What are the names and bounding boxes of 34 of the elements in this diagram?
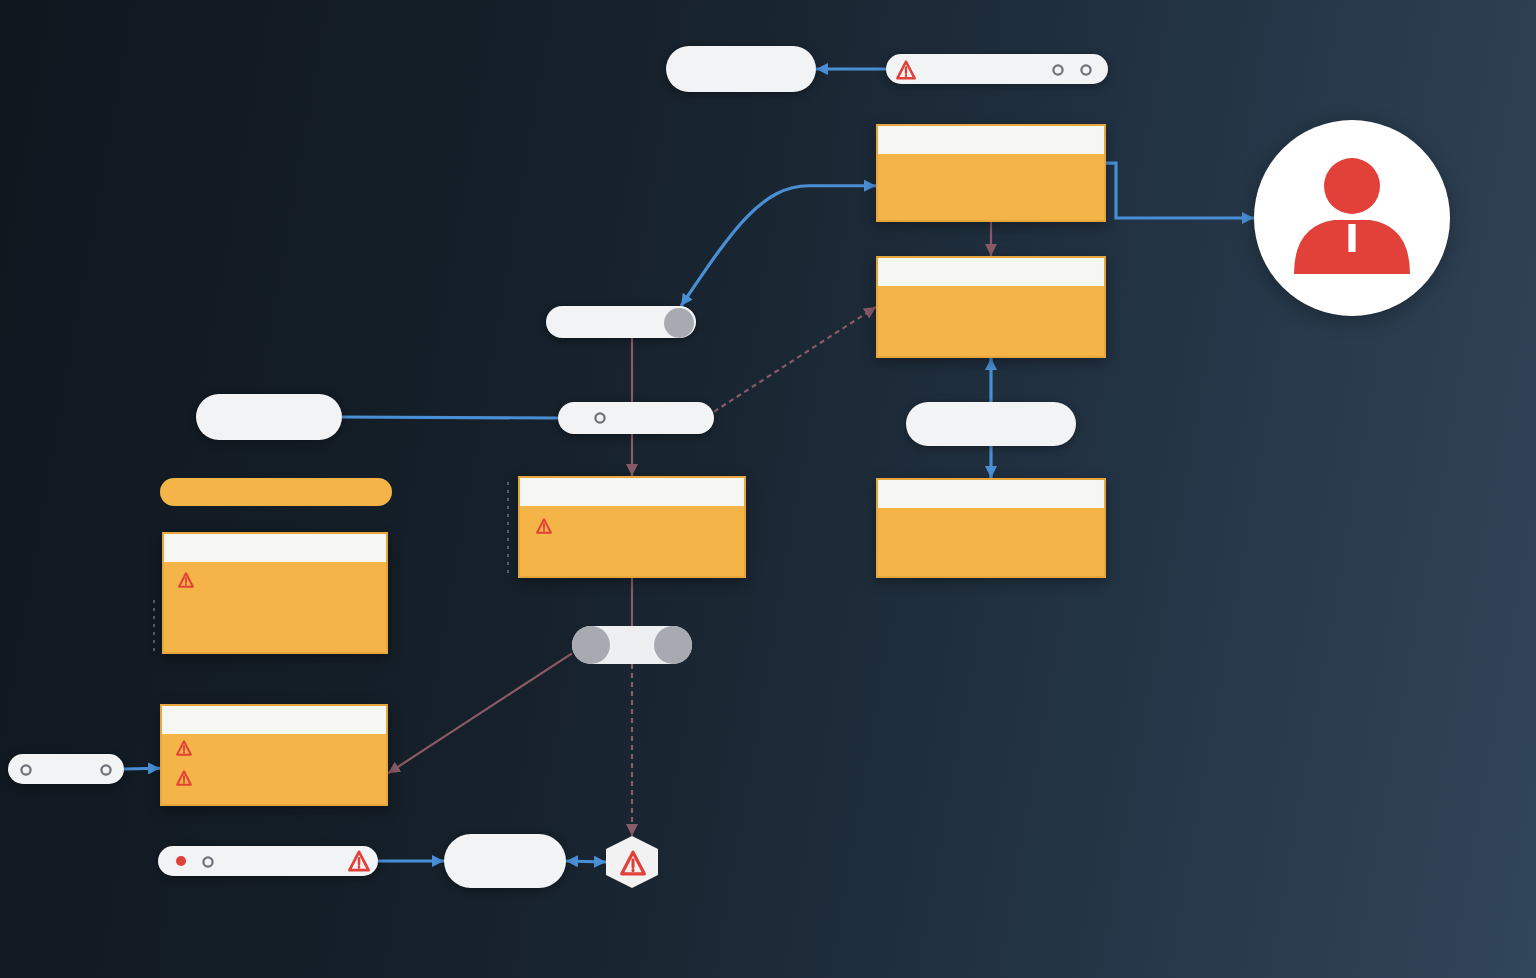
connector-line (342, 415, 558, 420)
hexagon-node (606, 836, 658, 888)
process-card (876, 124, 1106, 222)
process-card (876, 478, 1106, 578)
capsule-node (666, 46, 816, 92)
arrow (985, 446, 997, 478)
capsule-node (546, 306, 696, 338)
cylinder-node (572, 626, 692, 664)
capsule-node (196, 394, 342, 440)
capsule-node (906, 402, 1076, 446)
capsule-node (8, 754, 124, 784)
arrow (626, 664, 638, 836)
arrow (985, 222, 997, 256)
arrow (123, 762, 161, 775)
process-card (876, 256, 1106, 358)
arrow (679, 179, 876, 307)
arrow (713, 306, 877, 413)
arrow (985, 358, 997, 402)
arrow (1106, 161, 1254, 224)
capsule-node (158, 846, 378, 876)
capsule-node (444, 834, 566, 888)
capsule-node (558, 402, 714, 434)
arrow (816, 63, 886, 75)
process-card (160, 704, 388, 806)
highlight-bar (160, 478, 392, 506)
process-card (518, 476, 746, 578)
arrow (387, 652, 573, 775)
arrow (565, 855, 607, 868)
process-card (162, 532, 388, 654)
connector-line (630, 578, 634, 626)
capsule-node (886, 54, 1108, 84)
connector-line (630, 338, 634, 402)
arrow (378, 855, 444, 867)
arrow (626, 434, 638, 476)
